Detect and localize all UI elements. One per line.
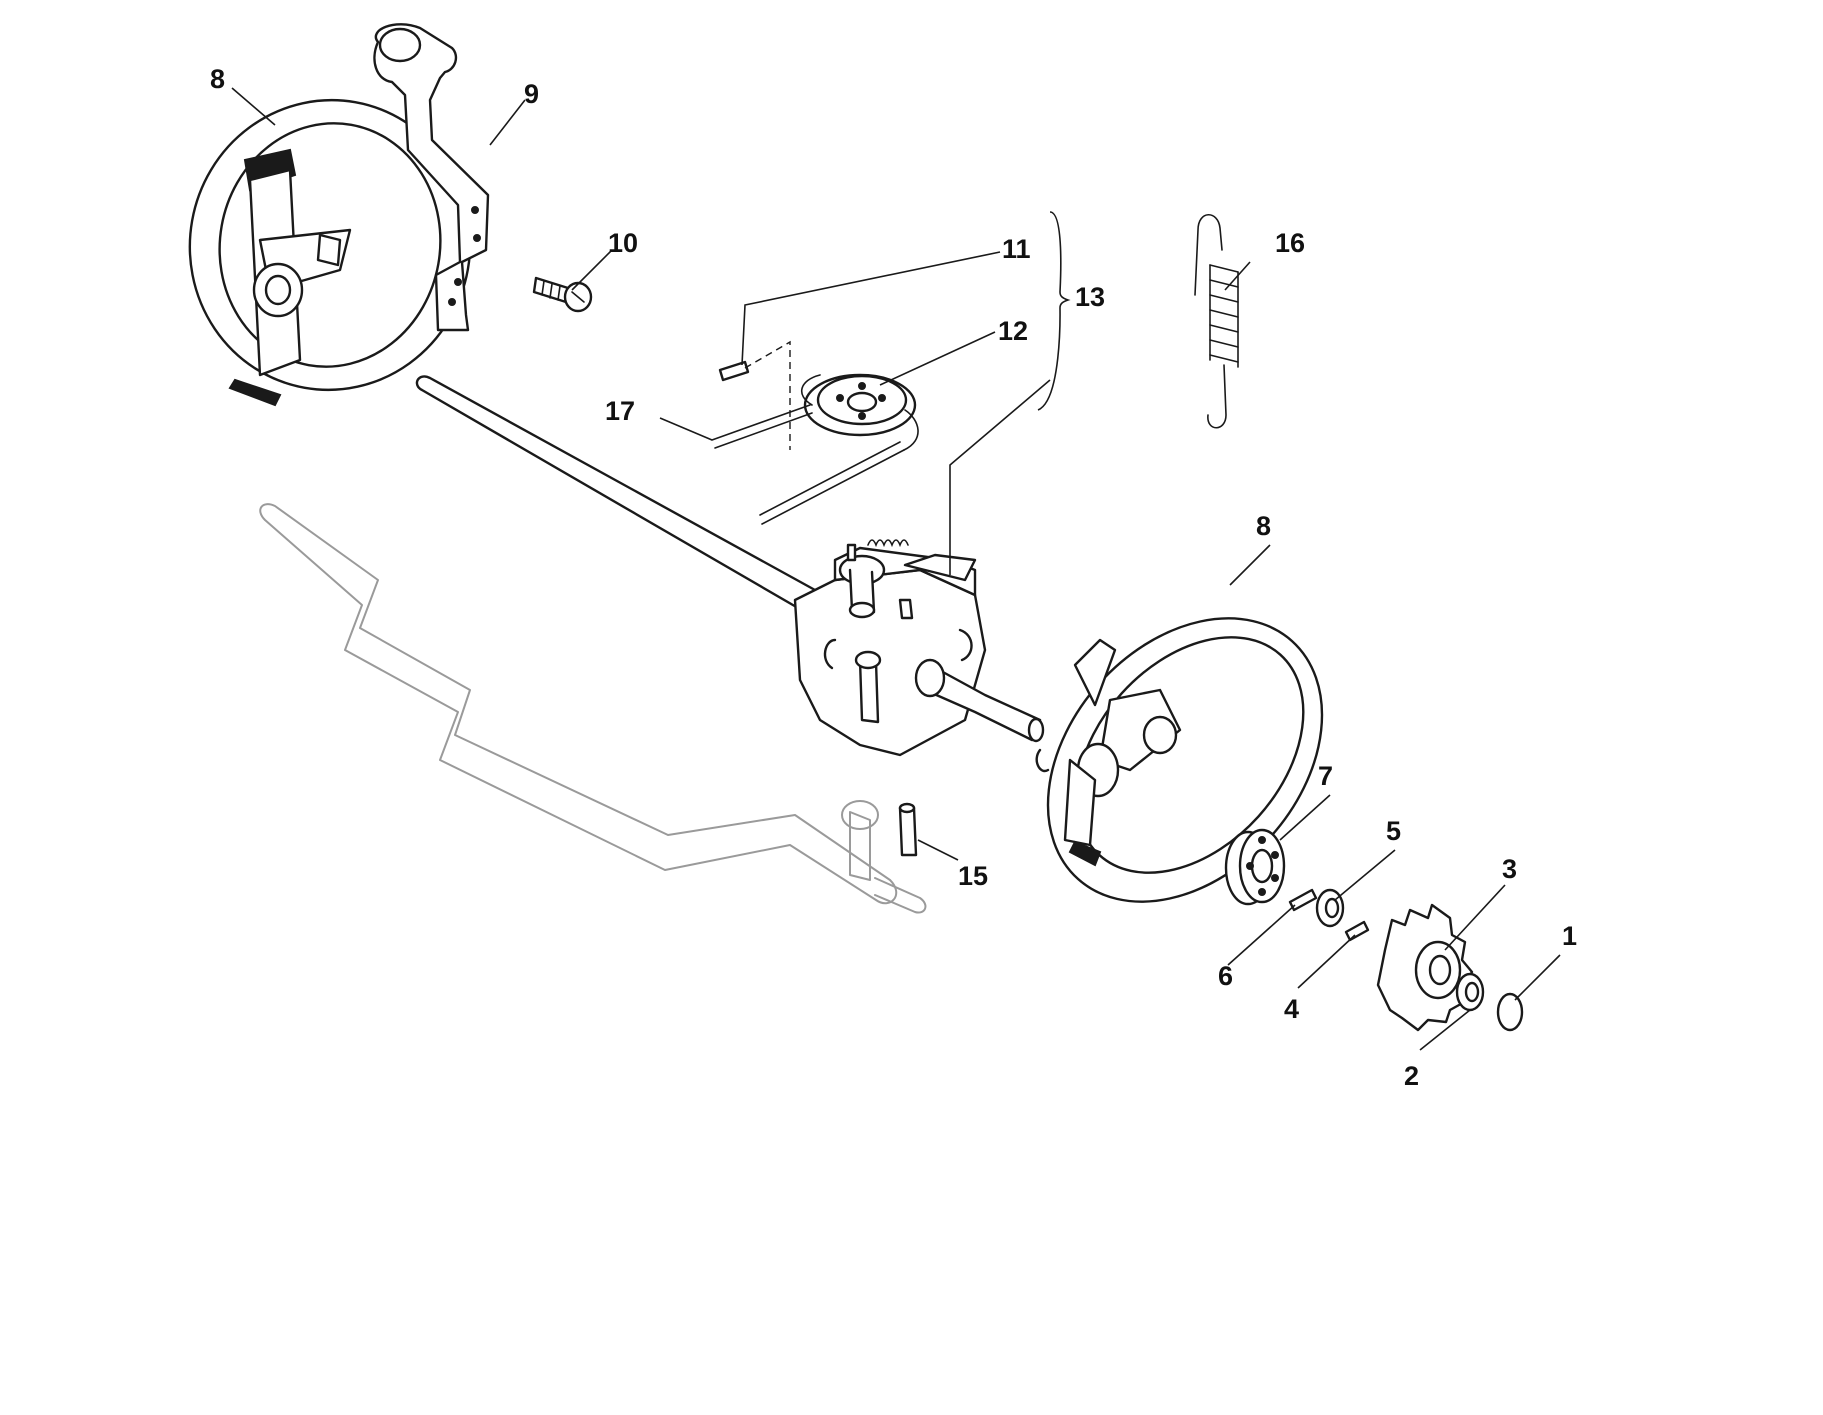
callout-7: 7	[1318, 761, 1333, 791]
callout-13: 13	[1075, 282, 1105, 312]
callout-1: 1	[1562, 921, 1577, 951]
callout-17: 17	[605, 396, 635, 426]
belt-part-17	[711, 374, 919, 525]
washer-part-5	[1315, 888, 1345, 928]
axle-shaft	[415, 375, 817, 614]
callout-3: 3	[1502, 854, 1517, 884]
ghost-axle-frame	[259, 503, 927, 914]
gear-part-3	[1376, 903, 1474, 1032]
callout-2: 2	[1404, 1061, 1419, 1091]
callout-6: 6	[1218, 961, 1233, 991]
spring-part-16	[1194, 213, 1239, 429]
callout-5: 5	[1386, 816, 1401, 846]
callout-11: 11	[1002, 234, 1031, 264]
gearbox-assembly	[793, 539, 1050, 773]
callout-12: 12	[998, 316, 1028, 346]
circlip-part-1	[1496, 992, 1524, 1032]
callout-4: 4	[1284, 994, 1299, 1024]
callout-8-right: 8	[1256, 511, 1271, 541]
callout-labels: 1 2 3 4 5 6 7 8 8 9 10 11 12 13 15 16 17	[210, 64, 1577, 1091]
pulley-part-12	[803, 373, 917, 437]
key-part-4	[1344, 920, 1370, 942]
callout-9: 9	[524, 79, 539, 109]
callout-8-left: 8	[210, 64, 225, 94]
leader-lines	[231, 87, 1561, 1051]
callout-15: 15	[958, 861, 988, 891]
bearing-part-7	[1224, 828, 1286, 906]
screw-part-10	[532, 276, 593, 313]
assembly-dash-line	[744, 340, 791, 450]
callout-10: 10	[608, 228, 638, 258]
wheel-hub-right	[1046, 617, 1324, 903]
wheel-hub-left	[188, 98, 472, 407]
pin-part-11	[718, 360, 750, 382]
bracket-part-9	[373, 23, 490, 332]
washer-part-2	[1455, 972, 1485, 1012]
pin-part-15	[898, 802, 918, 857]
callout-16: 16	[1275, 228, 1305, 258]
